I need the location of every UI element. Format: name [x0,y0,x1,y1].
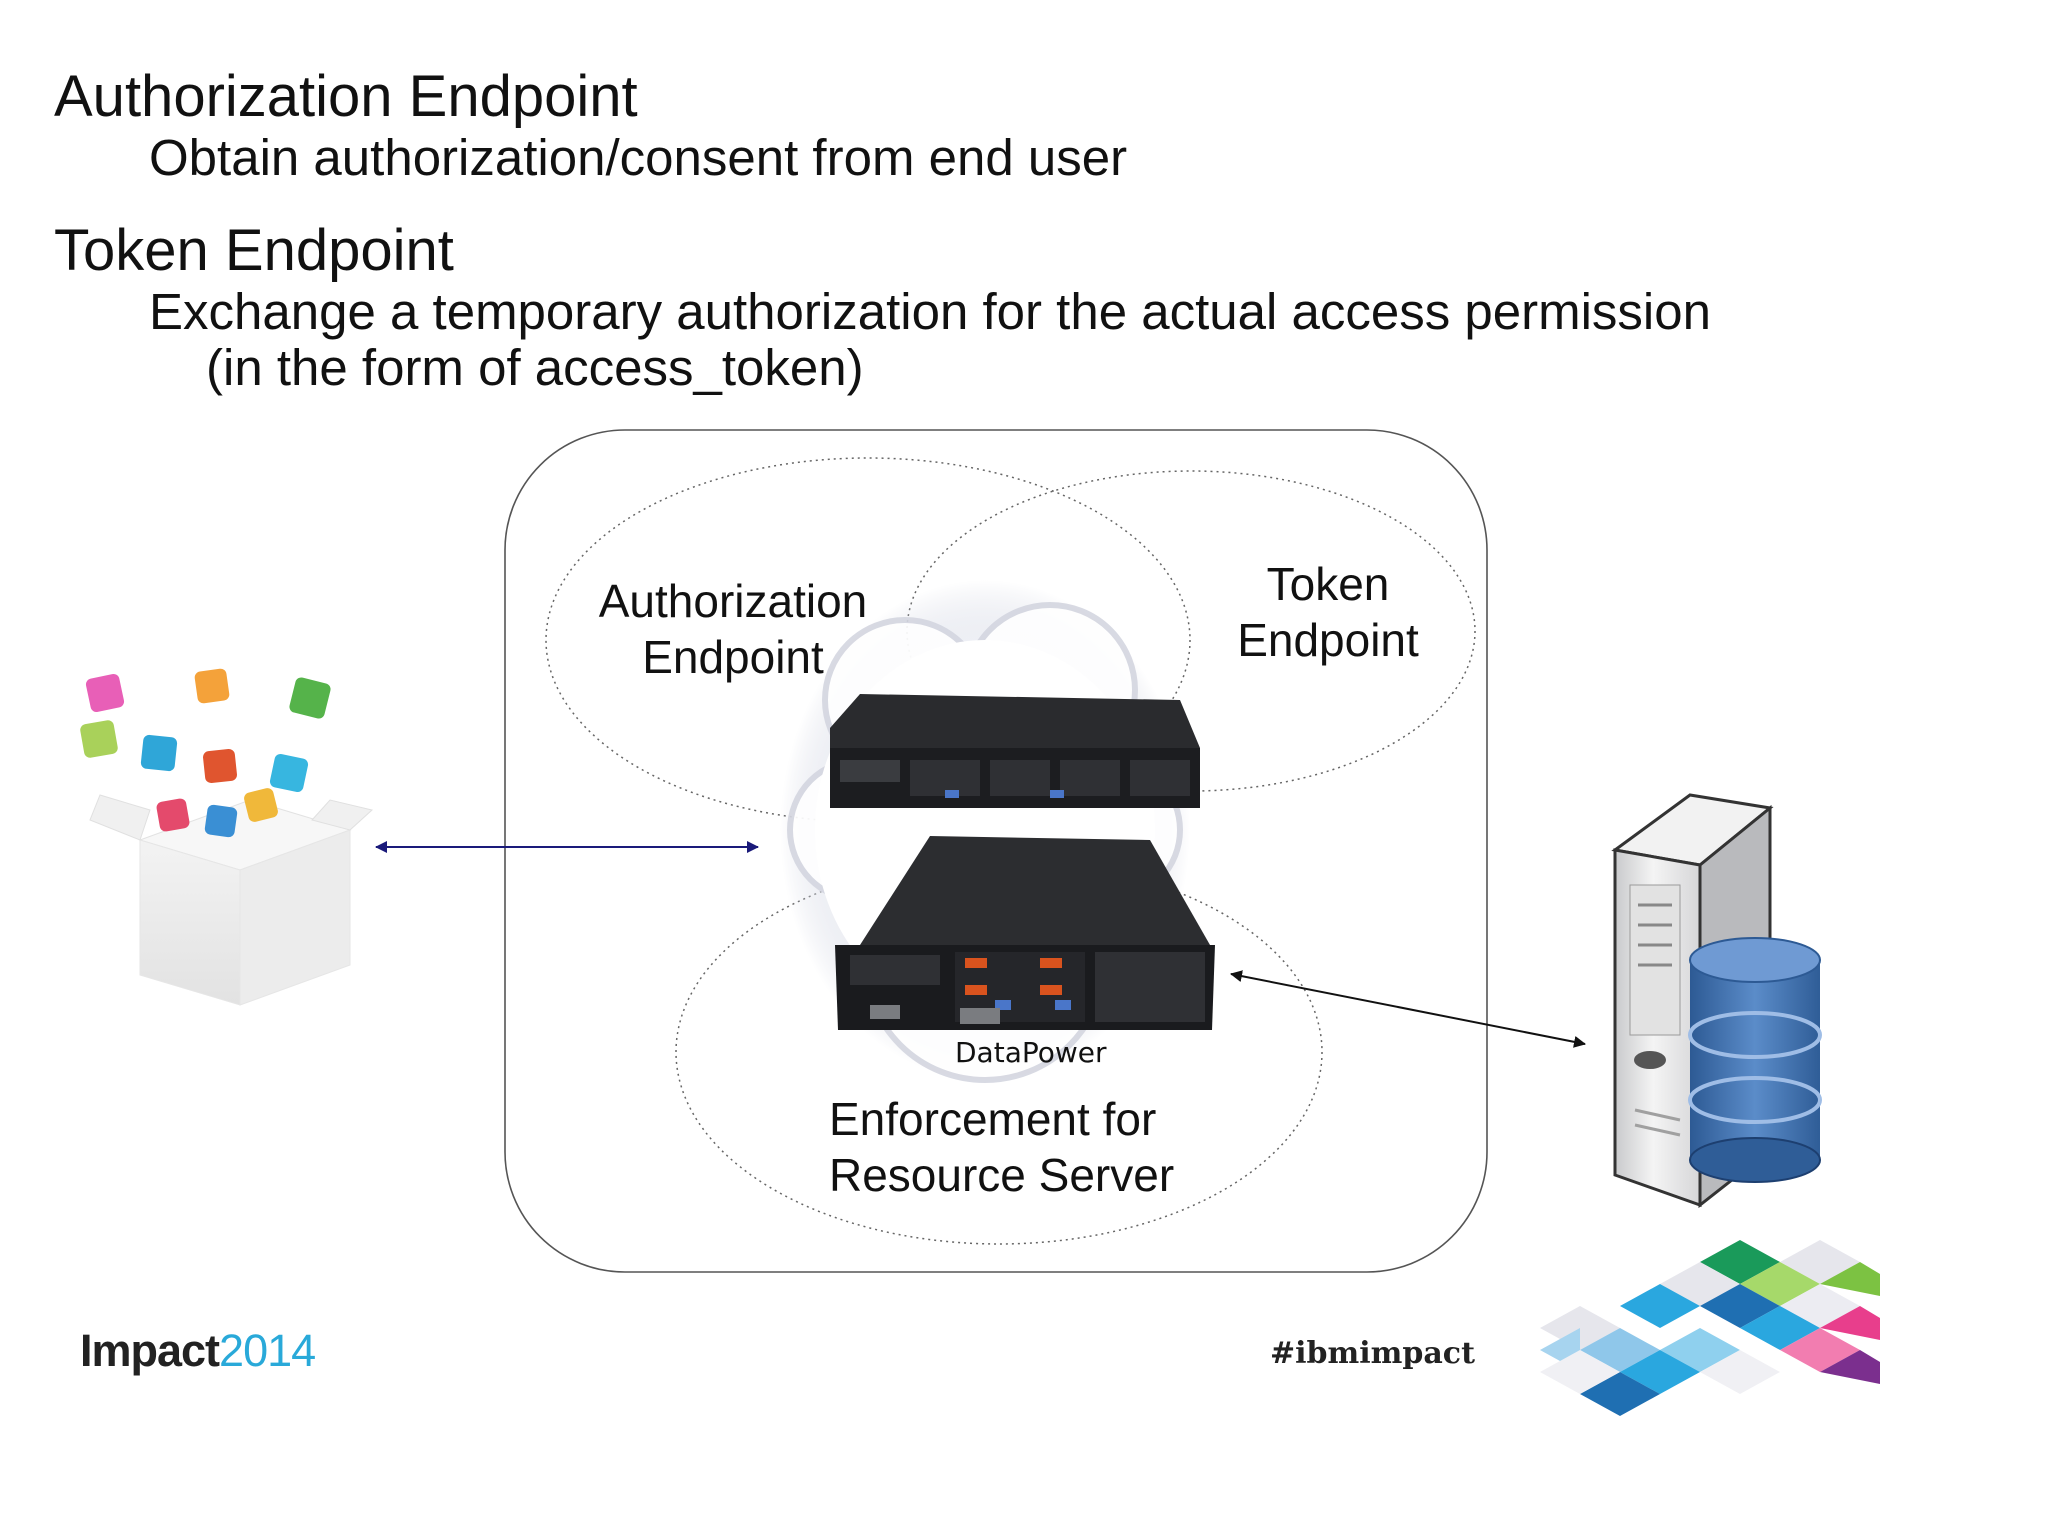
enforcement-resource-server-label: Enforcement for Resource Server [829,1093,1175,1202]
brand-year: 2014 [219,1325,316,1376]
token-endpoint-description: Exchange a temporary authorization for t… [149,283,1711,340]
token-endpoint-description-note: (in the form of access_token) [206,339,864,396]
impact-2014-logo: Impact2014 [80,1325,316,1376]
token-endpoint-label: Token Endpoint [1237,558,1419,667]
datapower-label: DataPower [955,1036,1107,1069]
hashtag: #ibmimpact [1270,1336,1475,1371]
datapower-appliance-icon [830,694,1215,1030]
authorization-endpoint-description: Obtain authorization/consent from end us… [149,129,1128,186]
datapower-to-resource-server-arrow [1230,970,1586,1048]
footer-mosaic-graphic [1540,1240,1880,1416]
apps-box-icon [80,668,374,1006]
brand-name: Impact [80,1325,220,1376]
token-endpoint-title: Token Endpoint [54,218,454,283]
server-database-icon [1611,793,1822,1209]
authorization-endpoint-title: Authorization Endpoint [54,64,638,129]
authorization-endpoint-label: Authorization Endpoint [598,575,868,684]
